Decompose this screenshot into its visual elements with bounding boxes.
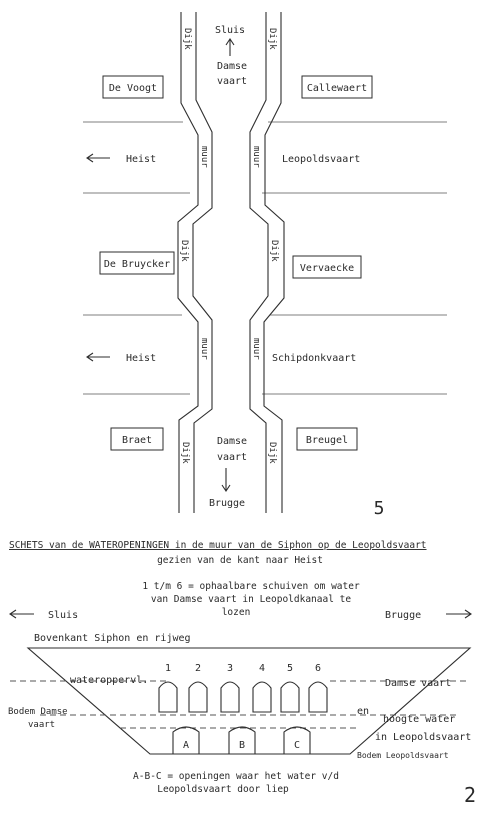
label-leopoldsvaart: Leopoldsvaart — [282, 154, 360, 165]
svg-text:Callewaert: Callewaert — [307, 83, 367, 94]
gate-number-5: 5 — [287, 663, 293, 674]
dike-label-left-top: Dijk — [182, 28, 192, 50]
svg-text:Vervaecke: Vervaecke — [300, 263, 354, 274]
gate-number-6: 6 — [315, 663, 321, 674]
canal-map: Dijk Dijk Dijk Dijk Dijk Dijk muur muur … — [83, 12, 447, 519]
gate-number-1: 1 — [165, 663, 171, 674]
wall-label-right-upper: muur — [251, 146, 261, 168]
dike-label-left-mid: Dijk — [179, 240, 189, 262]
wall-label-right-lower: muur — [251, 338, 261, 360]
gate-number-2: 2 — [195, 663, 201, 674]
opening-a: A — [172, 726, 200, 754]
svg-text:Breugel: Breugel — [306, 435, 348, 446]
sluice-gates — [158, 681, 328, 713]
svg-text:Braet: Braet — [122, 435, 152, 446]
svg-text:De Bruycker: De Bruycker — [104, 259, 170, 270]
label-bodem-damse-1: Bodem Damse — [8, 707, 68, 717]
svg-text:B: B — [239, 740, 245, 751]
label-hoogte-3: in Leopoldsvaart — [375, 732, 471, 743]
opening-b: B — [228, 726, 256, 754]
svg-text:Sluis: Sluis — [48, 610, 78, 621]
label-brugge-bottom: Brugge — [209, 498, 245, 509]
wall-label-left-lower: muur — [199, 338, 209, 360]
label-bodem-leopold: Bodem Leopoldsvaart — [357, 751, 449, 760]
label-hoogte-2: hoogte water — [383, 714, 455, 725]
footer-line-1: A-B-C = openingen waar het water v/d — [133, 771, 339, 782]
svg-text:C: C — [294, 740, 300, 751]
label-hoogte-1: en — [357, 706, 369, 717]
canal-name-bottom-line2: vaart — [217, 452, 247, 463]
svg-text:De Voogt: De Voogt — [109, 83, 157, 94]
wall-label-left-upper: muur — [199, 146, 209, 168]
label-schipdonkvaart: Schipdonkvaart — [272, 353, 356, 364]
label-heist-lower: Heist — [126, 353, 156, 364]
label-bodem-damse-2: vaart — [28, 720, 55, 730]
sketch-title: SCHETS van de WATEROPENINGEN in de muur … — [9, 540, 427, 551]
heist-lower: Heist — [86, 352, 156, 364]
dike-label-right-bottom: Dijk — [267, 442, 277, 464]
left-dike — [177, 12, 213, 513]
box-callewaert: Callewaert — [301, 75, 373, 99]
page-number: 2 — [464, 783, 476, 807]
figure-number: 5 — [374, 498, 385, 519]
right-dike — [249, 12, 285, 513]
siphon-section — [26, 647, 472, 755]
dike-label-left-bottom: Dijk — [180, 442, 190, 464]
siphon-sketch: SCHETS van de WATEROPENINGEN in de muur … — [8, 540, 476, 807]
canal-name-top-line1: Damse — [217, 61, 247, 72]
label-top-edge: Bovenkant Siphon en rijweg — [34, 633, 191, 644]
svg-text:Brugge: Brugge — [385, 610, 421, 621]
gate-number-4: 4 — [259, 663, 265, 674]
note-line-3: lozen — [222, 607, 251, 618]
canal-name-top-line2: vaart — [217, 76, 247, 87]
label-heist-upper: Heist — [126, 154, 156, 165]
direction-sluis: Sluis — [9, 609, 78, 621]
label-sluis-top: Sluis — [215, 25, 245, 36]
footer-line-2: Leopoldsvaart door liep — [157, 784, 289, 795]
canal-name-bottom-line1: Damse — [217, 436, 247, 447]
opening-c: C — [283, 726, 311, 754]
svg-text:A: A — [183, 740, 189, 751]
direction-brugge: Brugge — [385, 609, 472, 621]
box-braet: Braet — [110, 427, 164, 451]
gate-number-3: 3 — [227, 663, 233, 674]
sketch-subtitle: gezien van de kant naar Heist — [157, 555, 323, 566]
label-damse-vaart: Damse vaart — [385, 678, 451, 689]
box-de-bruycker: De Bruycker — [99, 251, 175, 275]
label-water-surface: wateroppervl. — [70, 675, 148, 686]
note-line-2: van Damse vaart in Leopoldkanaal te — [151, 594, 351, 605]
box-breugel: Breugel — [296, 427, 358, 451]
note-line-1: 1 t/m 6 = ophaalbare schuiven om water — [142, 581, 360, 592]
heist-upper: Heist — [86, 153, 156, 165]
cross-lines — [83, 121, 447, 395]
dike-label-right-mid: Dijk — [269, 240, 279, 262]
dike-label-right-top: Dijk — [267, 28, 277, 50]
box-de-voogt: De Voogt — [102, 75, 164, 99]
box-vervaecke: Vervaecke — [292, 255, 362, 279]
